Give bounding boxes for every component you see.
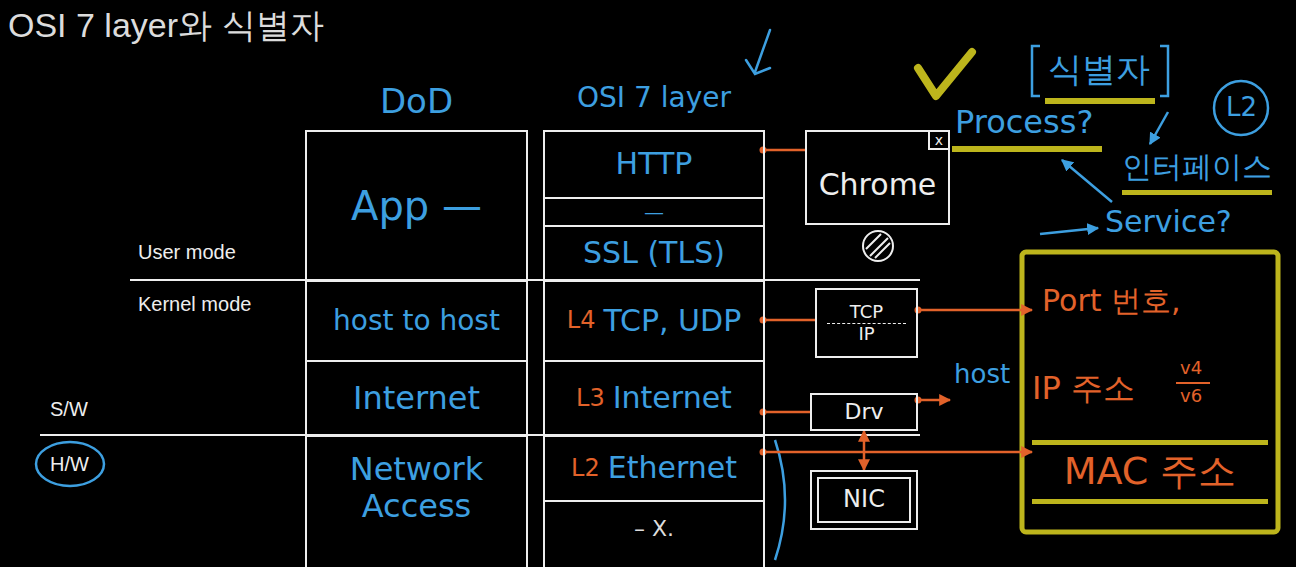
node-text: IP [858, 324, 874, 345]
node-text: HTTP [616, 147, 693, 182]
fraction-bar [1176, 382, 1210, 384]
browser-window: Chrome x [805, 130, 950, 225]
node-text: Internet [613, 381, 732, 416]
highlight-bar [1122, 190, 1272, 195]
node-text: TCP, UDP [603, 304, 741, 339]
layer-row: Internet [307, 360, 526, 435]
layer-row: — [545, 197, 763, 225]
mode-label: H/W [50, 453, 89, 476]
node-text: v4 [1180, 358, 1202, 379]
lock-hatch [866, 234, 890, 258]
column-heading: DoD [307, 82, 526, 121]
layer-row: L4TCP, UDP [545, 280, 763, 360]
node-text: MAC 주소 [1064, 450, 1237, 494]
port-identifier: Port 번호, [1032, 280, 1191, 322]
identifier-box [1022, 252, 1278, 532]
check-arrow [746, 30, 770, 74]
node-text: Ethernet [608, 451, 737, 486]
model-column: HTTP — SSL (TLS) L4TCP, UDP L3 InternetL2 Ethe… [543, 130, 765, 567]
layer-row: App — [307, 132, 526, 280]
slide-title: OSI 7 layer와 식별자 [8, 6, 324, 45]
arrow-origin-dot [760, 147, 767, 154]
mode-label: Kernel mode [138, 293, 251, 316]
node-text: SSL (TLS) [583, 236, 725, 271]
layer-number: L2 [571, 455, 600, 483]
node-text: Chrome [819, 168, 937, 203]
layer-row: – X. [545, 500, 763, 567]
node-text: NIC [843, 486, 885, 514]
hw-circle [36, 442, 104, 486]
node-text: Network Access [313, 451, 520, 525]
annotation-arrow [1040, 228, 1098, 234]
nic-box: NIC [810, 470, 918, 530]
ip-identifier: host IP 주소 v4 v6 [950, 360, 1250, 412]
note-text: Service? [1105, 205, 1232, 240]
node-text: Drv [844, 399, 883, 424]
layer-arrow [763, 411, 810, 414]
note-text: Process? [955, 104, 1093, 141]
layer-arrow [863, 431, 866, 470]
node-text: IP 주소 [1032, 370, 1135, 407]
close-button: x [928, 132, 948, 150]
stack-box: TCPIP [815, 288, 918, 358]
node-text: host to host [333, 305, 500, 337]
bracket [1032, 46, 1168, 96]
layer-arrow [763, 149, 805, 152]
arrow-origin-dot [760, 449, 767, 456]
l2-circle [1214, 81, 1268, 135]
node-text: Internet [353, 380, 480, 417]
mode-label: User mode [138, 241, 236, 264]
highlight-bar [952, 146, 1102, 152]
driver-box: Drv [810, 393, 918, 431]
arrow-origin-dot [915, 307, 922, 314]
node-text: — [644, 201, 664, 224]
note-text: 인터페이스 [1122, 150, 1272, 185]
node-text: App — [351, 183, 482, 229]
layer-arrow [763, 319, 815, 322]
column-heading: OSI 7 layer [545, 82, 763, 114]
layer-arrow [763, 451, 1032, 454]
arrow-origin-dot [760, 317, 767, 324]
layer-row: L2 Ethernet [545, 435, 763, 500]
annotation-arrow [1062, 160, 1112, 202]
layer-row: L3 Internet [545, 360, 763, 435]
layer-arrow [918, 309, 1032, 312]
mode-label: S/W [50, 398, 88, 421]
layer-row: SSL (TLS) [545, 225, 763, 280]
check-mark [918, 52, 972, 96]
model-column: App —host to hostInternetNetwork AccessD… [305, 130, 528, 567]
annotation-arrow [1150, 112, 1168, 144]
layer-note: L2 [1226, 93, 1257, 123]
node-text: Port 번호, [1042, 284, 1181, 319]
note-heading: 식별자 [1048, 50, 1150, 89]
node-text: TCP [827, 302, 906, 324]
layer-row: HTTP [545, 132, 763, 197]
layer-arrow [918, 399, 950, 402]
node-text: – X. [634, 516, 674, 541]
node-text: v6 [1180, 386, 1202, 407]
layer-row: Network Access [307, 435, 526, 567]
hw-bracket [775, 440, 785, 560]
mac-identifier: MAC 주소 [1032, 440, 1268, 504]
lock-icon [863, 231, 893, 261]
layer-row: host to host [307, 280, 526, 360]
layer-number: L4 [567, 307, 596, 335]
node-text: host [954, 360, 1010, 390]
arrow-origin-dot [760, 409, 767, 416]
arrow-origin-dot [915, 397, 922, 404]
layer-number: L3 [576, 385, 605, 413]
